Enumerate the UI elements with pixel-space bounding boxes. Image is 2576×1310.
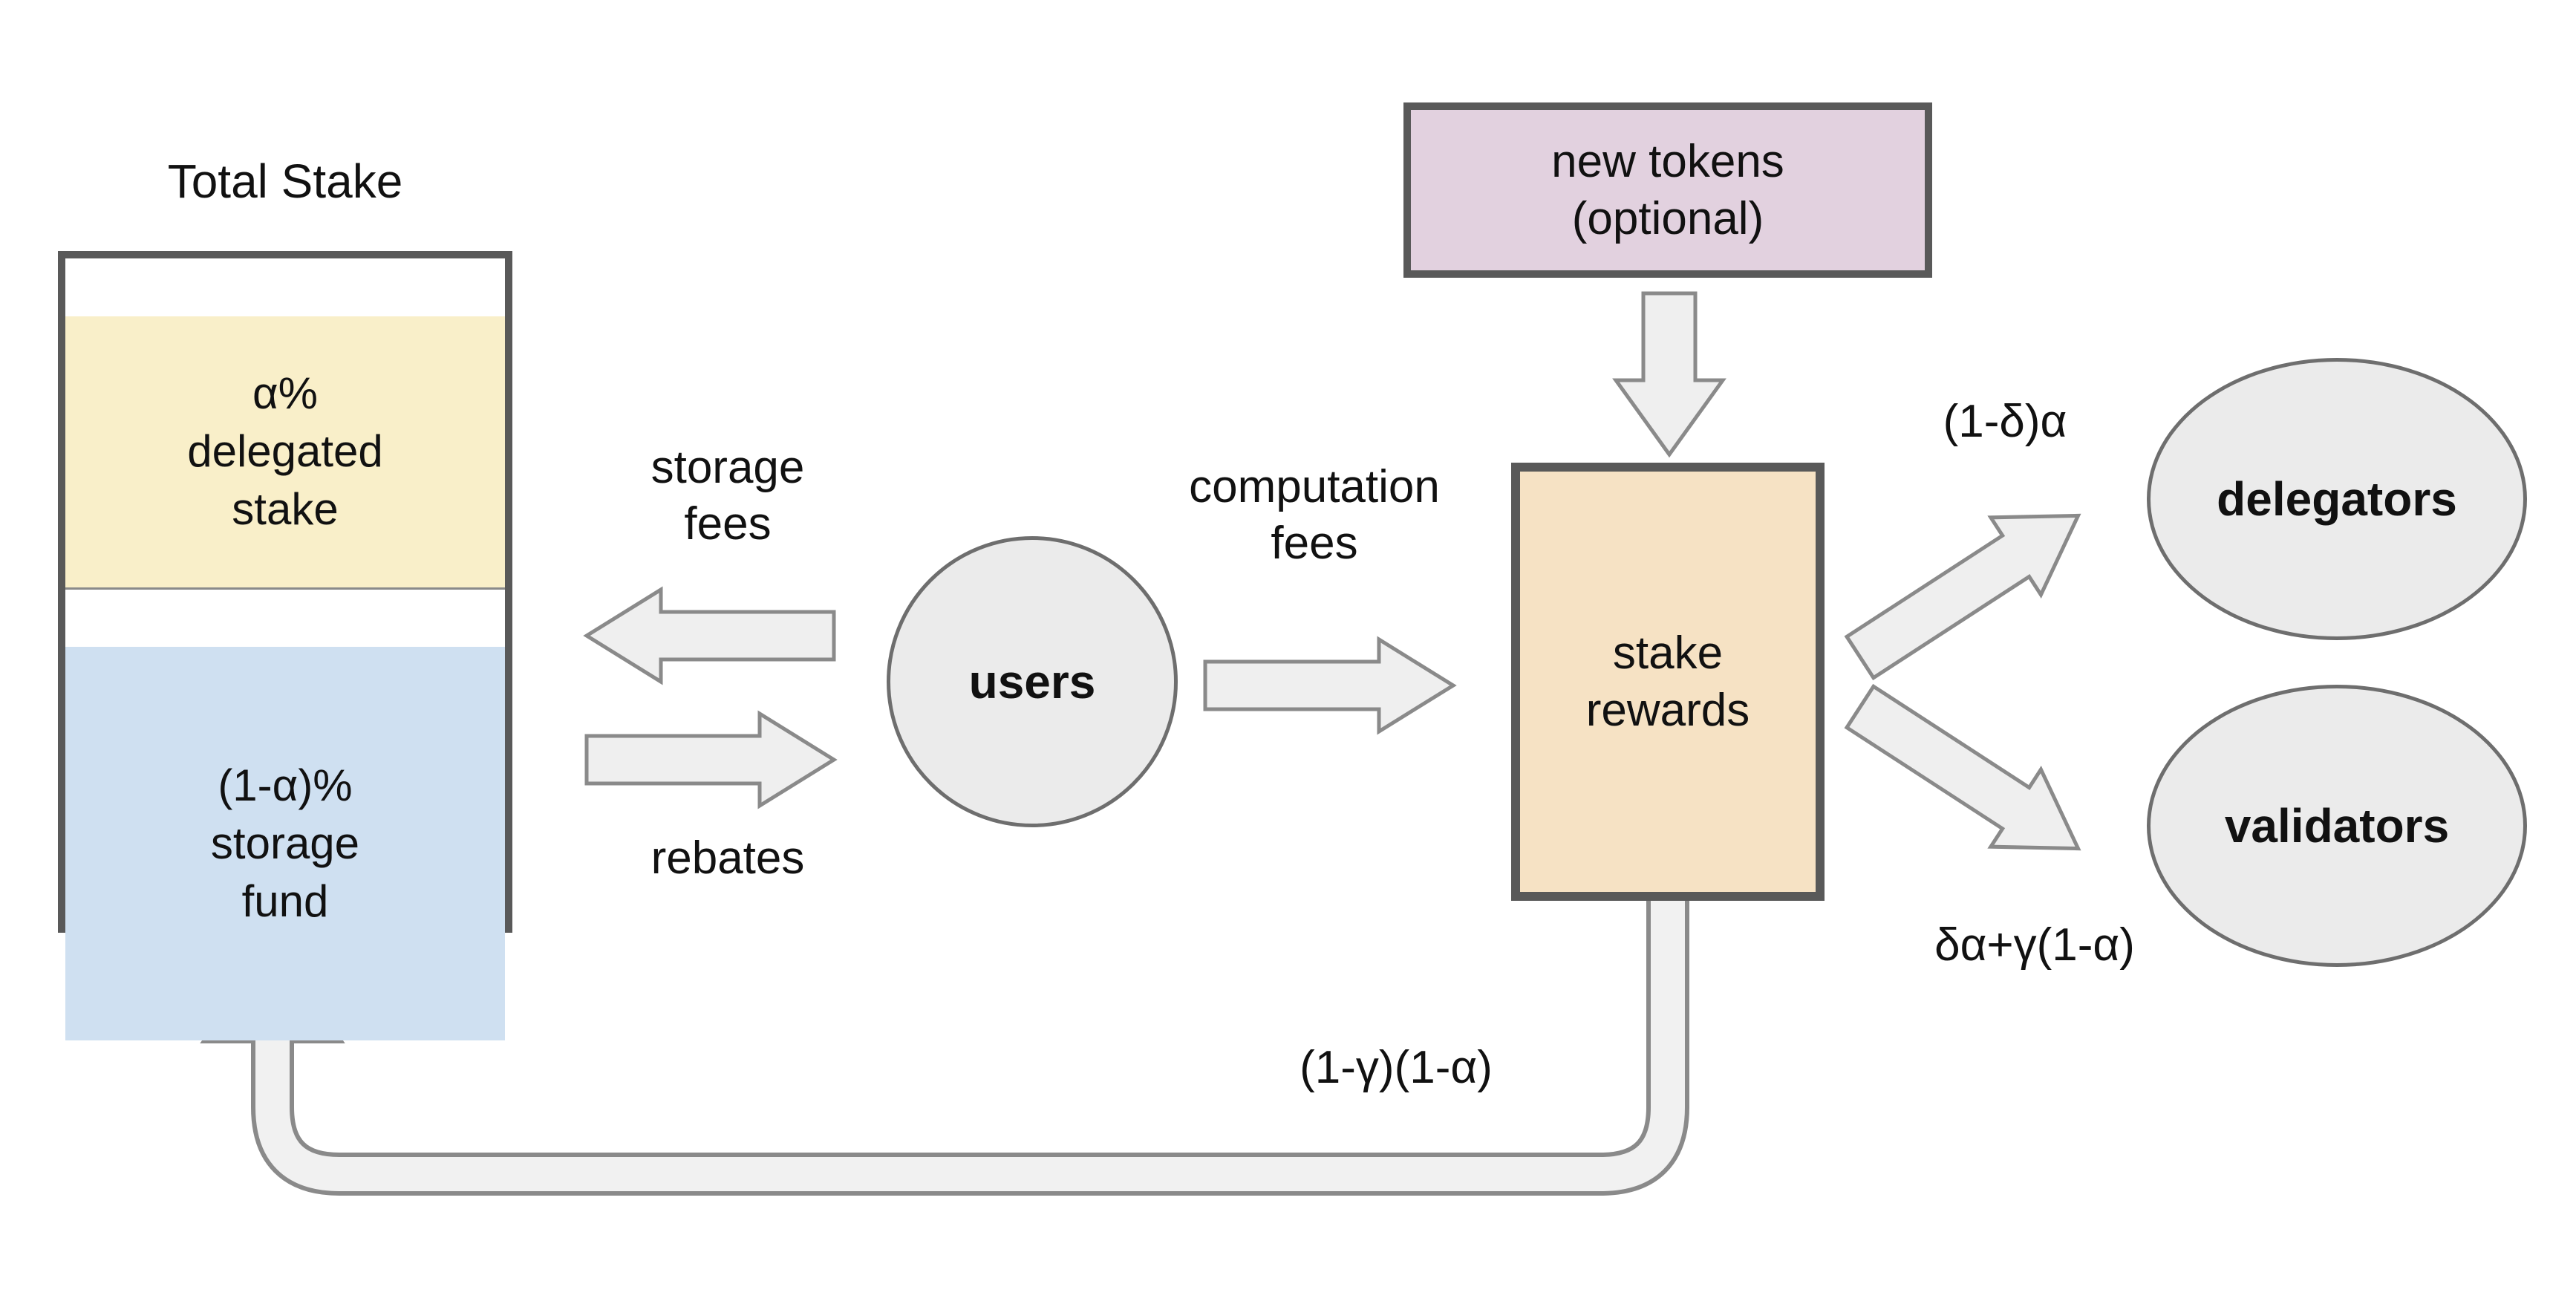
- total-stake-title: Total Stake: [167, 154, 403, 208]
- stake-rewards-label: stake rewards: [1585, 627, 1750, 737]
- storage-fees-arrow-icon: [583, 586, 836, 685]
- total-stake-box: α% delegated stake (1-α)% storage fund: [58, 251, 512, 1040]
- users-node: users: [887, 536, 1178, 827]
- computation-fees-label: computation fees: [1189, 461, 1440, 569]
- storage-fees-label: storage fees: [650, 442, 805, 550]
- users-label: users: [968, 655, 1096, 708]
- computation-fees-arrow-icon: [1203, 636, 1457, 735]
- validators-label: validators: [2224, 799, 2450, 853]
- stake-rewards-box: stake rewards: [1511, 463, 1825, 901]
- storage-fund-section: (1-α)% storage fund: [65, 647, 505, 1040]
- to-delegators-arrow-icon: [1844, 513, 2081, 681]
- rebates-arrow-icon: [584, 710, 838, 809]
- to-validators-flow-label: δα+γ(1-α): [1934, 919, 2135, 971]
- new-tokens-arrow-icon: [1612, 291, 1726, 458]
- to-validators-arrow-icon: [1844, 683, 2081, 851]
- to-delegators-flow-label: (1-δ)α: [1943, 396, 2067, 447]
- validators-node: validators: [2147, 685, 2527, 967]
- delegated-stake-section: α% delegated stake: [65, 316, 505, 590]
- new-tokens-label: new tokens (optional): [1551, 135, 1784, 245]
- delegators-label: delegators: [2217, 472, 2457, 526]
- to-storage-fund-flow-label: (1-γ)(1-α): [1300, 1042, 1493, 1093]
- delegators-node: delegators: [2147, 358, 2527, 640]
- new-tokens-box: new tokens (optional): [1403, 102, 1932, 278]
- rebates-label: rebates: [650, 832, 805, 884]
